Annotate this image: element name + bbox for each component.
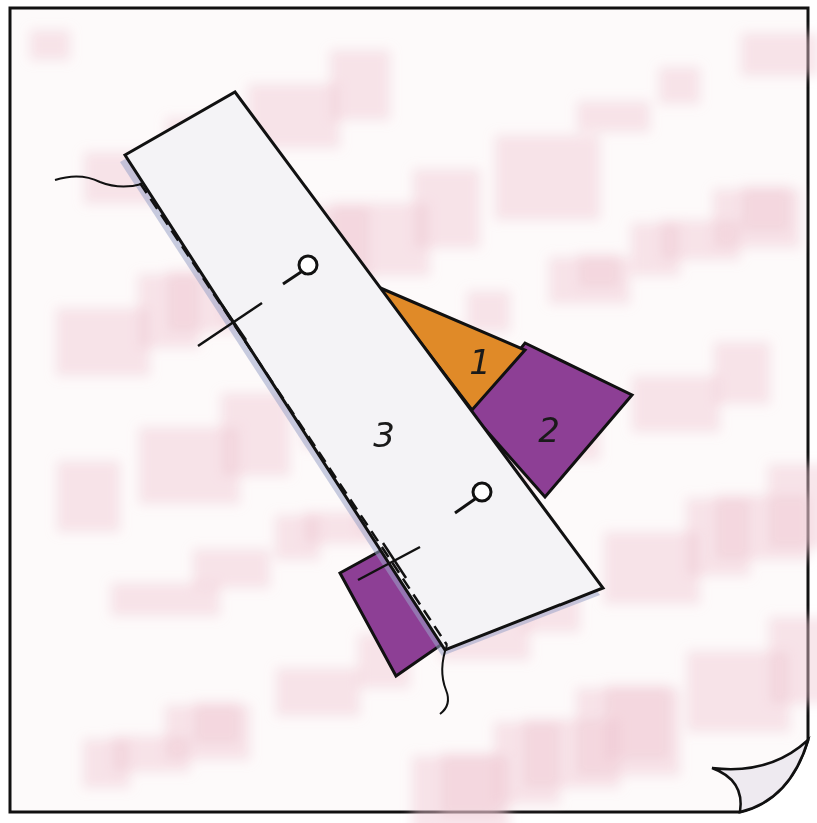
- pin-head: [473, 483, 491, 501]
- callout-number: 2: [538, 413, 560, 447]
- fabric-strip: [125, 92, 603, 650]
- texture-blot: [413, 169, 480, 248]
- texture-blot: [193, 549, 270, 588]
- pin-shaft: [283, 272, 301, 284]
- texture-blot: [276, 668, 360, 716]
- alignment-mark: [198, 303, 262, 346]
- paper-sheet: [10, 8, 808, 812]
- texture-blot: [494, 722, 560, 804]
- texture-blot: [632, 376, 720, 432]
- texture-blot: [769, 617, 817, 704]
- texture-blot: [631, 223, 680, 276]
- alignment-mark: [383, 543, 406, 578]
- texture-blot: [714, 342, 770, 404]
- texture-blot: [713, 189, 800, 248]
- texture-blot: [659, 67, 700, 104]
- paper-texture: [30, 30, 817, 823]
- texture-blot: [495, 135, 600, 220]
- texture-blot: [165, 705, 250, 760]
- thread-end: [55, 176, 142, 186]
- texture-blot: [56, 308, 150, 376]
- callout-number: 1: [469, 345, 491, 379]
- texture-blot: [83, 739, 130, 788]
- texture-blot: [57, 461, 120, 532]
- stitch-line: [140, 183, 447, 645]
- callout-number: 3: [373, 418, 395, 452]
- pin-head: [299, 256, 317, 274]
- texture-blot: [330, 50, 390, 120]
- texture-blot: [30, 30, 70, 60]
- paper-curl: [712, 740, 808, 812]
- texture-blot: [467, 291, 510, 332]
- texture-blot: [577, 101, 650, 132]
- texture-blot: [138, 274, 200, 348]
- pin-shaft: [455, 499, 475, 513]
- texture-blot: [576, 688, 680, 776]
- texture-blot: [275, 515, 320, 560]
- texture-blot: [768, 464, 817, 548]
- texture-blot: [741, 33, 817, 76]
- texture-blot: [604, 532, 700, 604]
- texture-blot: [549, 257, 630, 304]
- thread-end: [440, 645, 448, 714]
- alignment-mark: [222, 305, 246, 340]
- texture-blot: [686, 498, 750, 576]
